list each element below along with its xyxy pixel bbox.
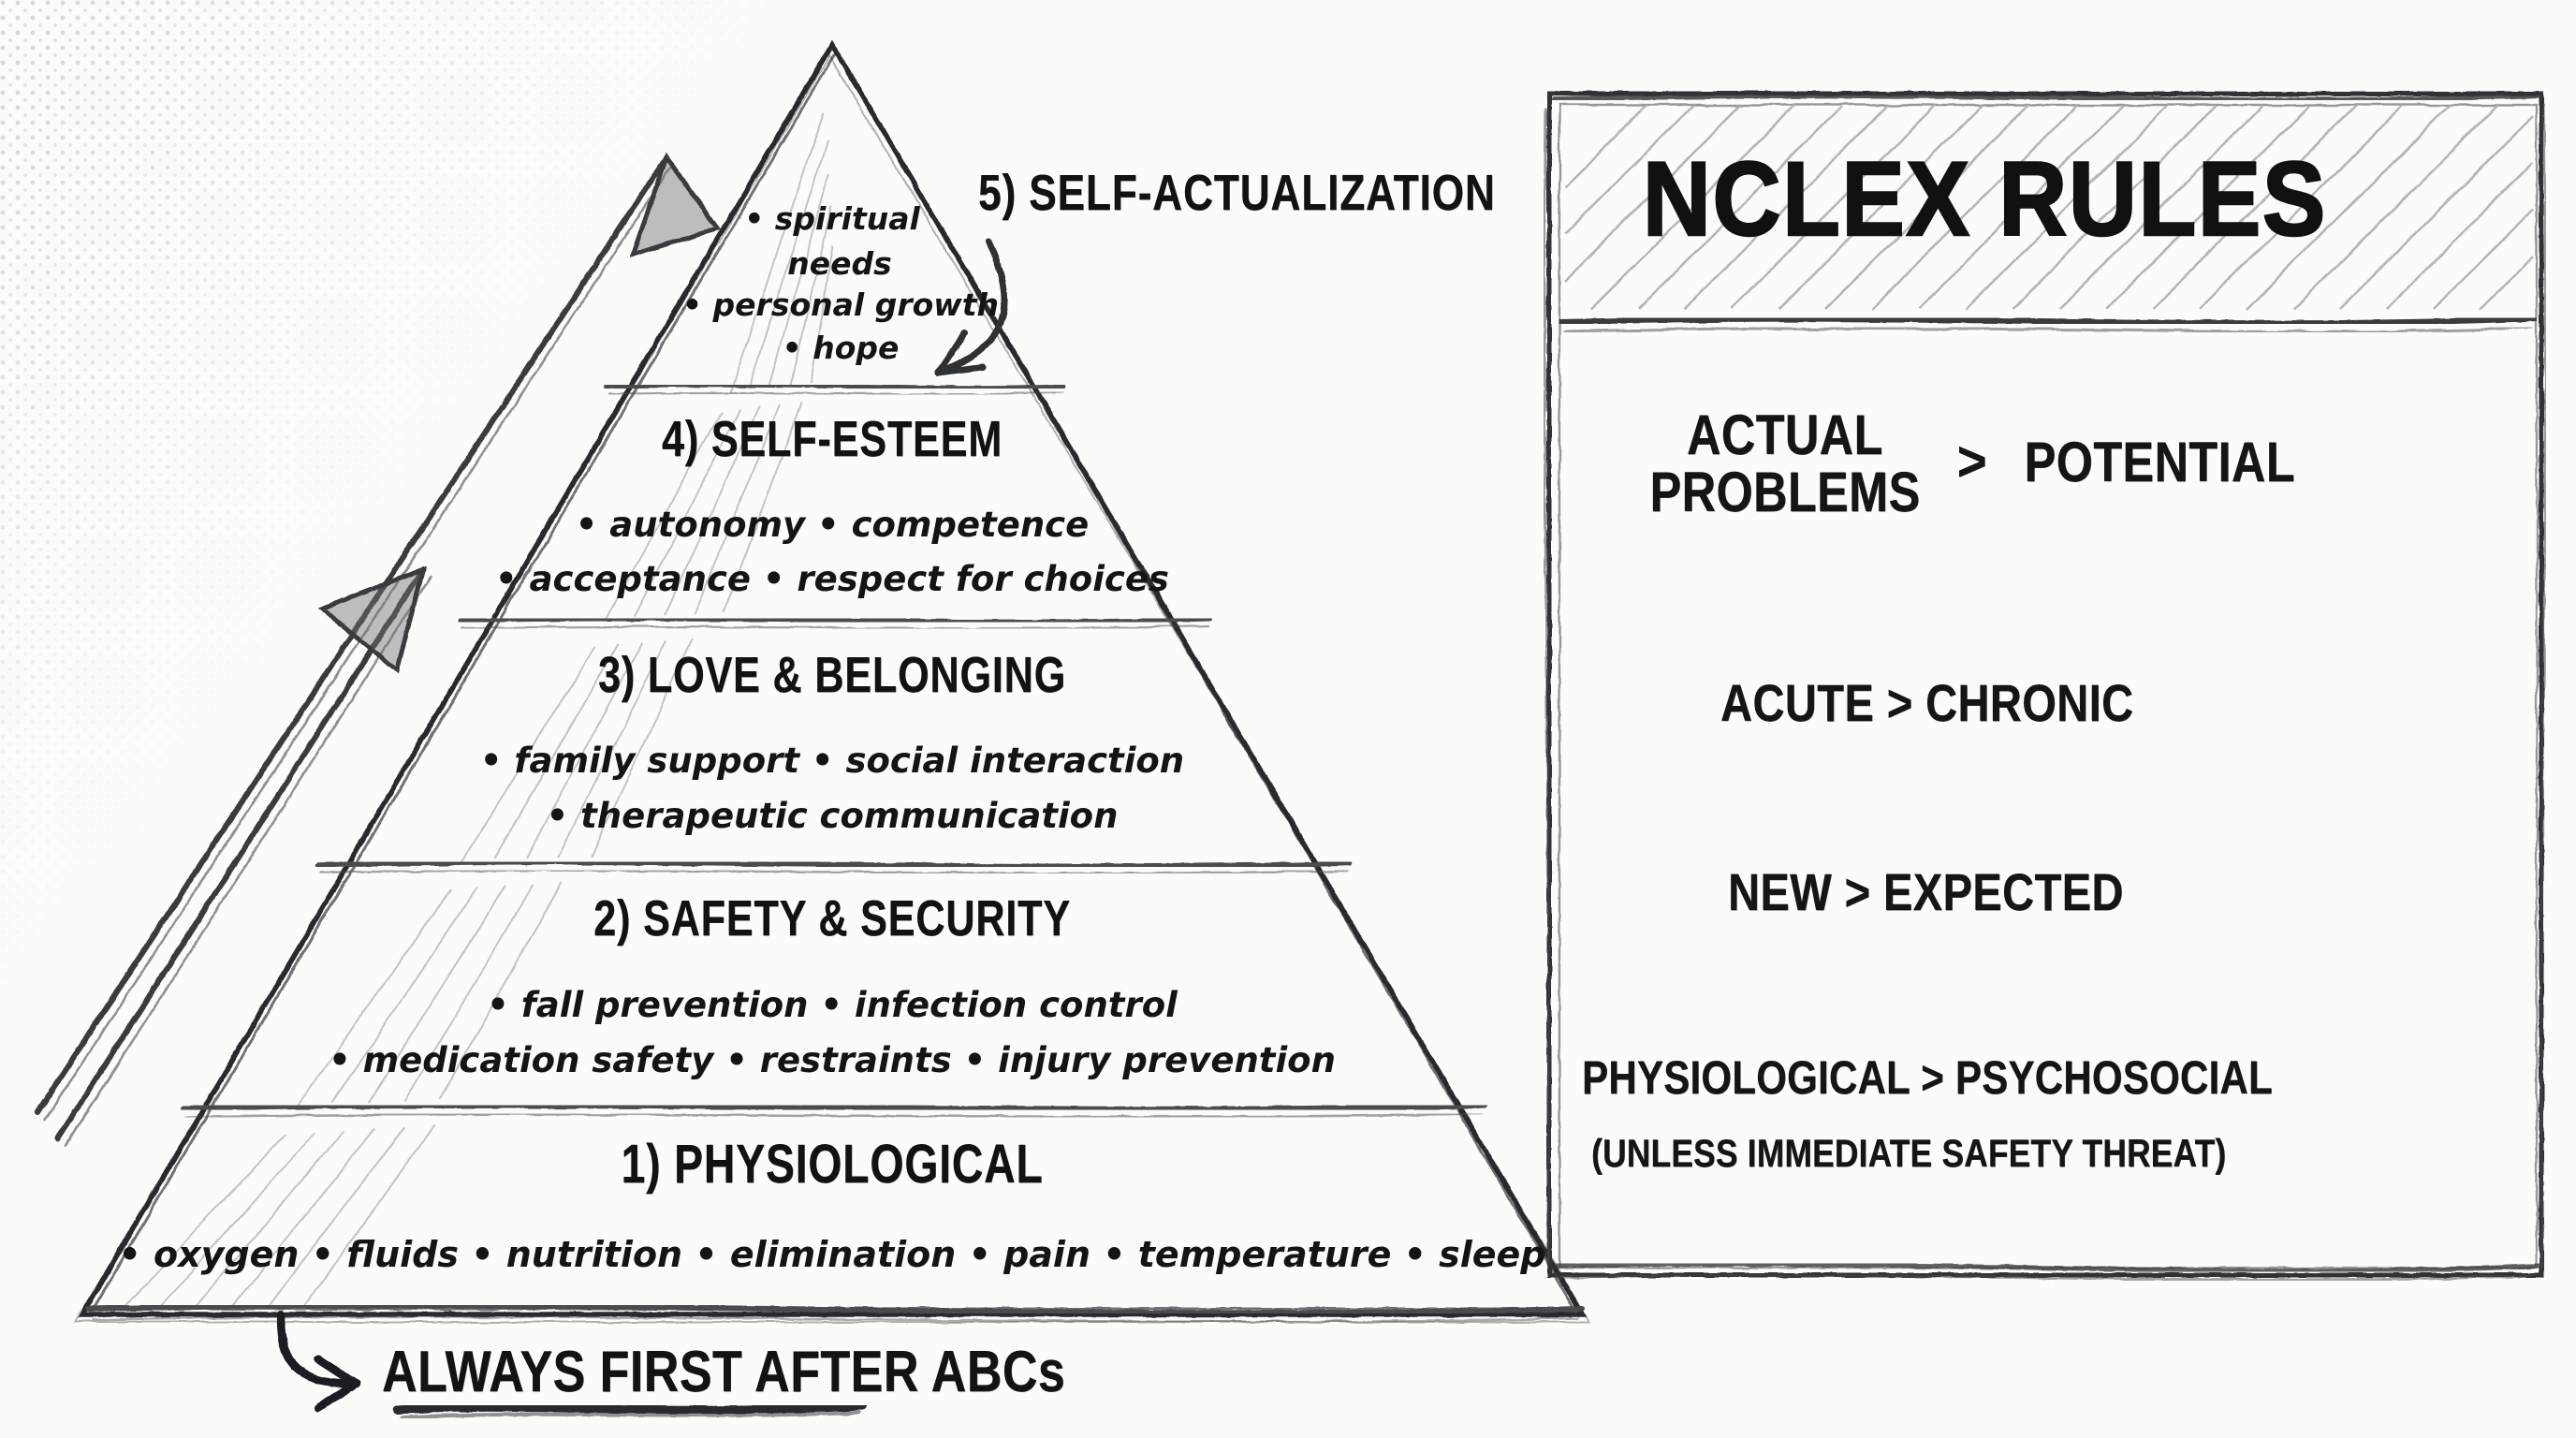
rule-1-left-line-1: ACTUAL (1687, 404, 1883, 466)
bottom-caption: ALWAYS FIRST AFTER ABCs (382, 1339, 1195, 1405)
rule-1-left-line-2: PROBLEMS (1649, 461, 1921, 524)
tier-3-item-line-1: • family support • social interaction (479, 741, 1185, 781)
nclex-rule-acute-vs-chronic: ACUTE > CHRONIC (1720, 672, 2213, 733)
ascending-arrow-upper (35, 152, 722, 1122)
tier-5-title: 5) SELF-ACTUALIZATION (978, 165, 1496, 221)
tier-4-item-line-1: • autonomy • competence (575, 505, 1090, 545)
bottom-caption-text: ALWAYS FIRST AFTER ABCs (382, 1340, 1066, 1404)
rule-1-right: POTENTIAL (2024, 430, 2295, 493)
nclex-rule-physiological-vs-psychosocial-line-1: PHYSIOLOGICAL > PSYCHOSOCIAL (1582, 1050, 2404, 1105)
tier-3-title: 3) LOVE & BELONGING (597, 647, 1067, 703)
self-actualization-pointer-arrow (934, 238, 1008, 376)
tier-1-item-line-1: • oxygen • fluids • nutrition • eliminat… (118, 1234, 1546, 1275)
rule-4-line-1: PHYSIOLOGICAL > PSYCHOSOCIAL (1582, 1051, 2273, 1104)
rule-2-text: ACUTE > CHRONIC (1720, 673, 2134, 732)
tier-4-item-line-2: • acceptance • respect for choices (495, 559, 1169, 599)
ascending-arrow-lower (55, 565, 432, 1148)
nclex-rule-physiological-vs-psychosocial-line-2: (UNLESS IMMEDIATE SAFETY THREAT) (1591, 1131, 2348, 1176)
tier-4-title: 4) SELF-ESTEEM (661, 411, 1003, 467)
tier-2-item-line-2: • medication safety • restraints • injur… (329, 1040, 1336, 1080)
rule-1-operator: > (1956, 429, 1987, 492)
tier-5-item-line-2: needs (787, 245, 892, 282)
tier-2-title: 2) SAFETY & SECURITY (593, 890, 1071, 946)
tier-3-item-line-2: • therapeutic communication (546, 796, 1119, 836)
nclex-rule-new-vs-expected: NEW > EXPECTED (1728, 861, 2199, 922)
pyramid-shading (121, 111, 833, 1312)
tier-5-item-line-4: • hope (782, 330, 900, 366)
nclex-panel-title: NCLEX RULES (1642, 139, 2328, 259)
rule-4-line-2: (UNLESS IMMEDIATE SAFETY THREAT) (1591, 1131, 2227, 1175)
tier-5-item-line-3: • personal growth (681, 286, 1000, 323)
tier-1-title: 1) PHYSIOLOGICAL (621, 1134, 1044, 1195)
caption-pointer-arrow (276, 1310, 360, 1413)
nclex-panel-border (1543, 91, 2548, 1282)
tier-2-item-line-1: • fall prevention • infection control (487, 985, 1178, 1025)
nclex-title-band (1559, 104, 2538, 333)
nclex-rule-actual-vs-potential: ACTUAL PROBLEMS > POTENTIAL (1624, 406, 2320, 521)
pyramid-dividers (86, 382, 1585, 1324)
rule-3-text: NEW > EXPECTED (1728, 862, 2124, 921)
tier-5-item-line-1: • spiritual (744, 200, 920, 237)
caption-underline (392, 1401, 868, 1419)
